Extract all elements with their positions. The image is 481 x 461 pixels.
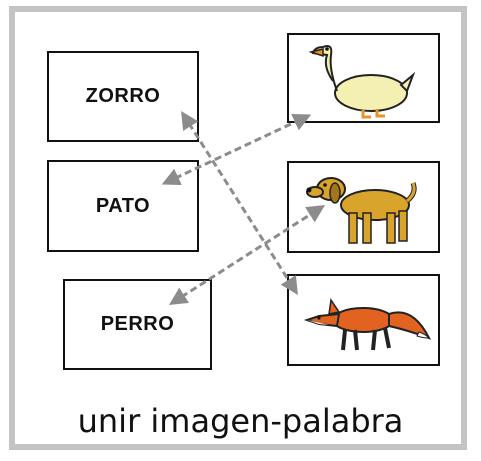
fox-icon bbox=[303, 297, 432, 351]
word-card-zorro[interactable]: ZORRO bbox=[47, 51, 199, 142]
word-label: PATO bbox=[95, 194, 151, 217]
word-label: PERRO bbox=[100, 313, 175, 335]
word-label: ZORRO bbox=[85, 85, 161, 107]
arrow-perro-dog bbox=[168, 205, 326, 305]
dog-icon bbox=[306, 177, 417, 244]
picture-card-fox[interactable] bbox=[287, 274, 440, 366]
arrow-pato-duck bbox=[161, 113, 312, 186]
word-card-perro[interactable]: PERRO bbox=[63, 279, 212, 370]
picture-card-duck[interactable] bbox=[287, 33, 440, 123]
duck-icon bbox=[308, 45, 416, 119]
arrow-zorro-fox bbox=[181, 110, 298, 296]
caption: unir imagen-palabra bbox=[77, 402, 404, 440]
